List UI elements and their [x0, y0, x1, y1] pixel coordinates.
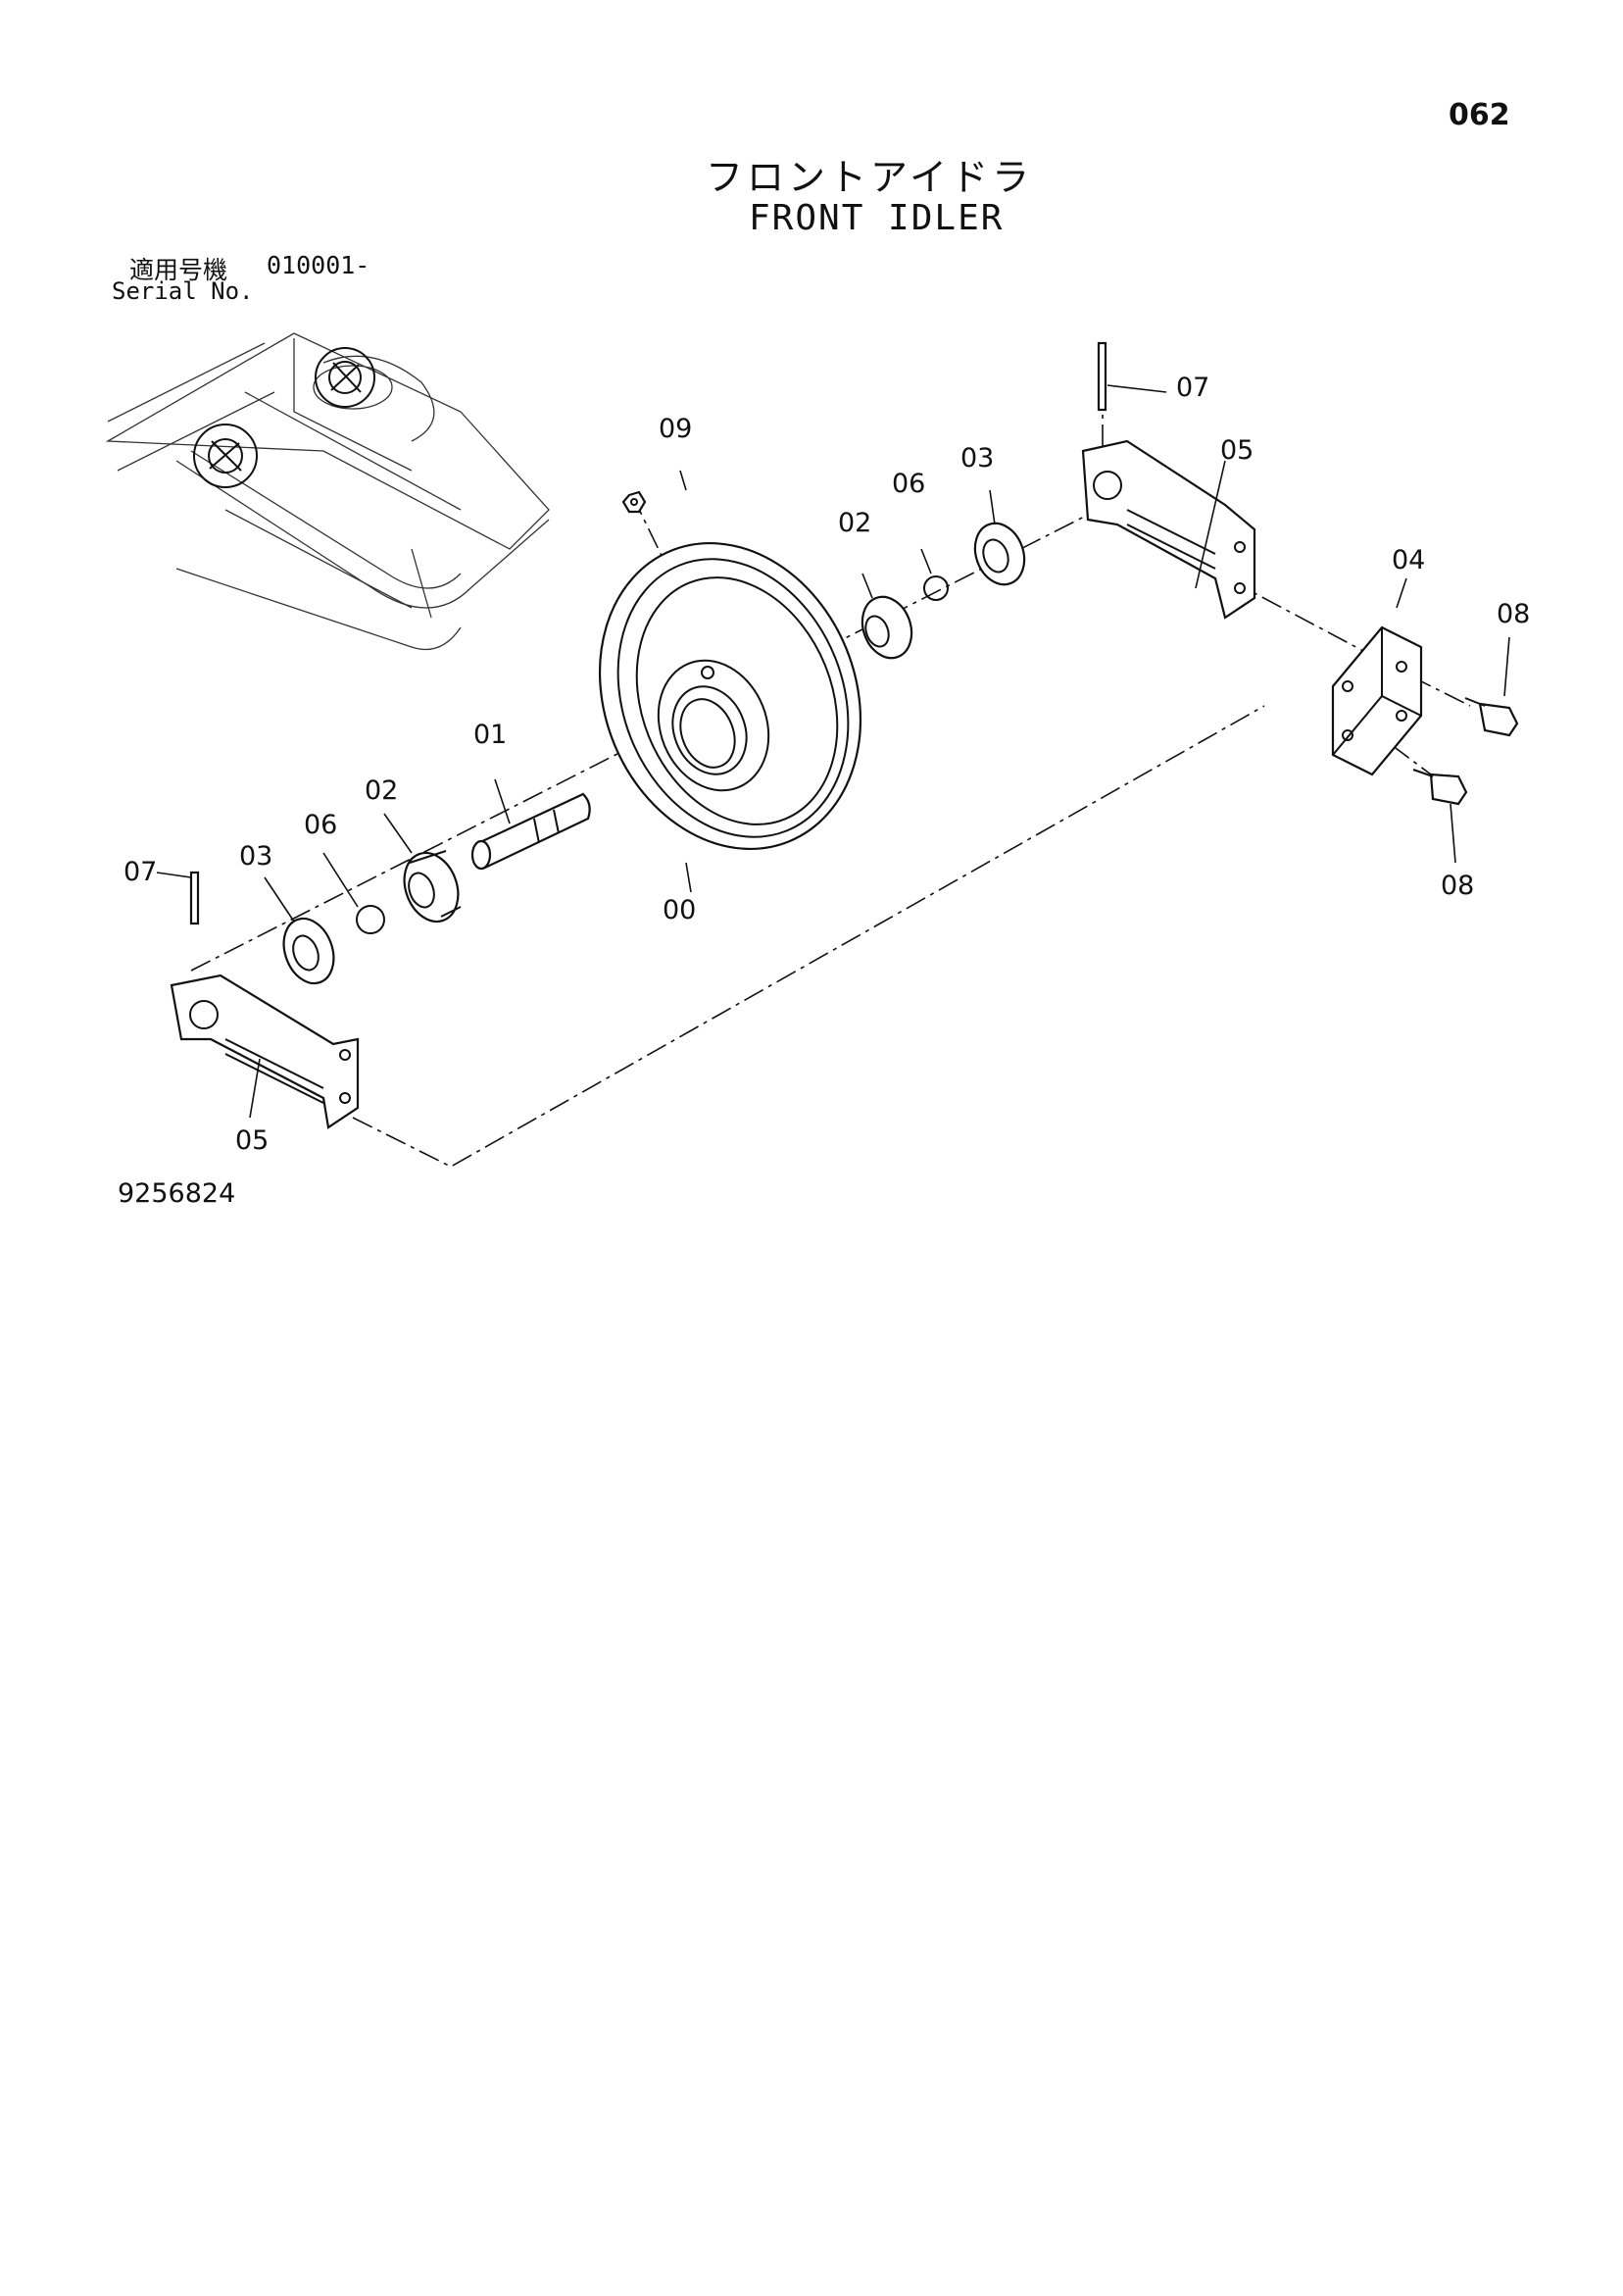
callout-bearing-left: 05 — [235, 1125, 269, 1156]
bolt-upper — [1464, 697, 1519, 737]
seal-right — [973, 522, 1026, 586]
serial-label-japanese: 適用号機 — [129, 256, 228, 284]
bolt-lower — [1412, 769, 1468, 806]
end-plate — [1331, 625, 1423, 776]
title-english: FRONT IDLER — [749, 198, 1005, 238]
callout-pin-left: 07 — [123, 857, 157, 887]
snap-ring-left — [356, 905, 385, 934]
callout-seal-right: 03 — [960, 443, 994, 474]
title-japanese: フロントアイドラ — [706, 156, 1034, 199]
bearing-bracket-left — [170, 973, 360, 1129]
drawing-number: 9256824 — [118, 1178, 236, 1209]
callout-bearing-right: 05 — [1220, 435, 1254, 466]
bushing-right — [861, 595, 913, 660]
serial-label-english: Serial No. — [112, 277, 254, 305]
callout-bolt-lower: 08 — [1441, 871, 1474, 901]
callout-plug: 09 — [659, 414, 692, 444]
undercarriage-overview-inset — [105, 332, 550, 651]
plug — [621, 490, 647, 514]
callout-pin-right: 07 — [1176, 373, 1209, 403]
callout-idler: 00 — [663, 895, 696, 925]
bearing-bracket-right — [1081, 439, 1256, 620]
idler-wheel — [598, 541, 862, 851]
callout-plate: 04 — [1392, 545, 1425, 575]
idler-shaft — [470, 792, 591, 871]
callout-ring-left: 06 — [304, 810, 337, 840]
bushing-left — [403, 850, 462, 923]
callout-bolt-upper: 08 — [1497, 599, 1530, 629]
page-number: 062 — [1449, 98, 1510, 132]
callout-ring-right: 06 — [892, 469, 925, 499]
spring-pin-left — [189, 871, 200, 925]
callout-seal-left: 03 — [239, 841, 272, 872]
snap-ring-right — [923, 575, 949, 601]
callout-bushing-right: 02 — [838, 508, 871, 538]
seal-left — [282, 917, 335, 985]
serial-value: 010001- — [267, 251, 370, 279]
callout-bushing-left: 02 — [365, 775, 398, 806]
spring-pin-right — [1097, 341, 1107, 412]
callout-shaft: 01 — [473, 720, 507, 750]
